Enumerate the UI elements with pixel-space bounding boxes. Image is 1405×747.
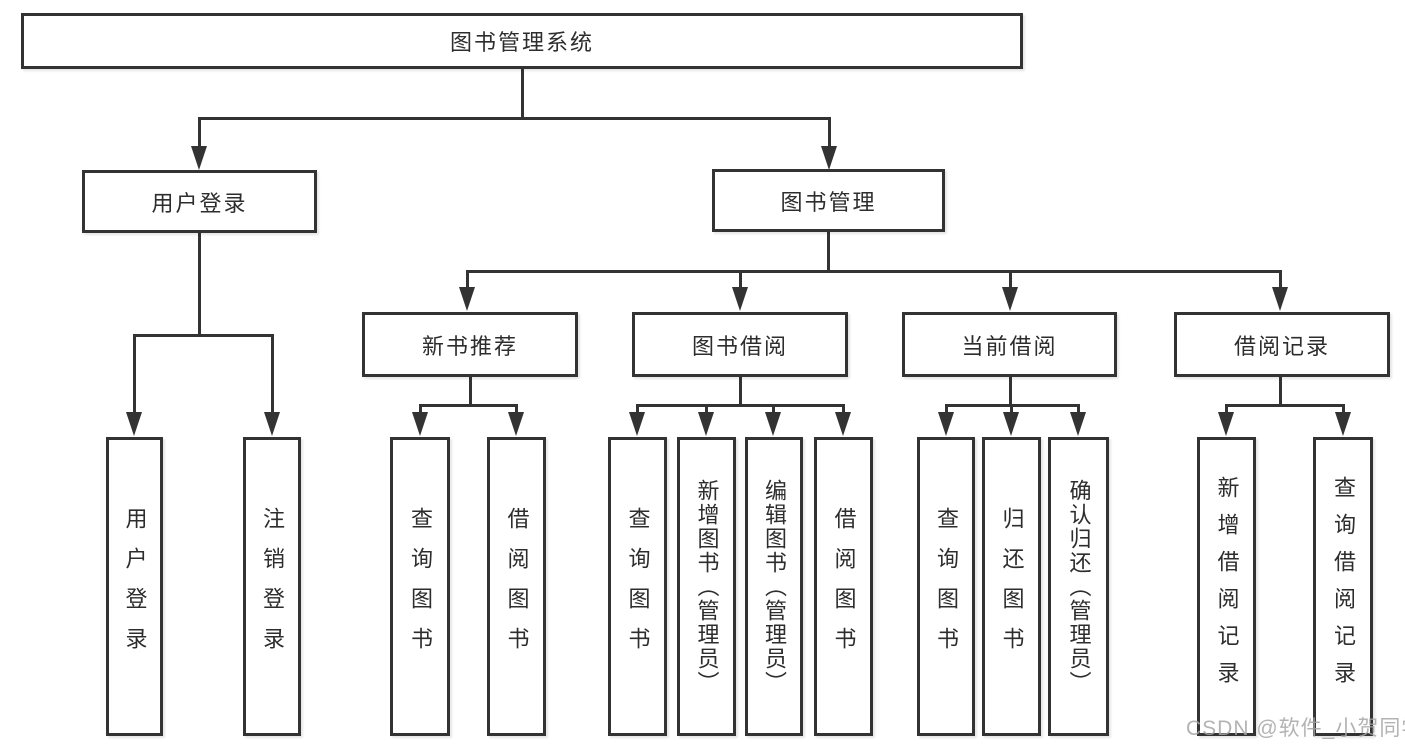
leaf-current-confirm-return-admin: 确认归还（管理员）: [1048, 437, 1109, 736]
leaf-borrow-borrow-books: 借阅图书: [814, 437, 873, 736]
leaf-current-return-books-label: 归还图书: [999, 506, 1025, 667]
connector-arrow-stem: [1076, 405, 1080, 412]
connector-arrow-stem: [132, 335, 136, 412]
leaf-records-query-record-label: 查询借阅记录: [1331, 475, 1356, 698]
node-book-management-label: 图书管理: [780, 189, 877, 215]
leaf-borrow-borrow-books-label: 借阅图书: [831, 506, 857, 667]
node-root: 图书管理系统: [21, 13, 1023, 69]
connector-arrow-stem: [771, 405, 775, 412]
node-root-label: 图书管理系统: [449, 30, 594, 55]
leaf-current-confirm-return-admin-label: 确认归还（管理员）: [1066, 478, 1092, 695]
leaf-borrow-edit-books-admin-label: 编辑图书（管理员）: [762, 478, 787, 695]
arrowhead-icon: [1070, 412, 1086, 436]
leaf-records-add-record-label: 新增借阅记录: [1214, 475, 1240, 698]
leaf-borrow-add-books-admin: 新增图书（管理员）: [677, 437, 736, 736]
connector-arrow-stem: [1278, 271, 1282, 287]
node-current-borrow-label: 当前借阅: [961, 333, 1058, 359]
arrowhead-icon: [1272, 287, 1288, 311]
leaf-logout-label: 注销登录: [260, 506, 285, 667]
connector-line: [466, 269, 1282, 273]
leaf-logout: 注销登录: [243, 437, 301, 736]
leaf-current-query-books: 查询图书: [917, 437, 975, 736]
connector-line: [520, 69, 524, 120]
arrowhead-icon: [264, 412, 280, 436]
arrowhead-icon: [412, 412, 428, 436]
arrowhead-icon: [459, 287, 475, 311]
node-borrow-records-label: 借阅记录: [1233, 333, 1330, 359]
arrowhead-icon: [938, 412, 954, 436]
leaf-current-return-books: 归还图书: [982, 437, 1041, 736]
connector-line: [468, 377, 472, 407]
leaf-borrow-query-books: 查询图书: [608, 437, 667, 736]
connector-arrow-stem: [827, 118, 831, 146]
connector-arrow-stem: [704, 405, 708, 412]
arrowhead-icon: [1002, 287, 1018, 311]
node-user-login-label: 用户登录: [151, 190, 248, 216]
leaf-user-login-label: 用户登录: [122, 506, 148, 667]
connector-arrow-stem: [635, 405, 639, 412]
node-book-borrow-label: 图书借阅: [691, 333, 788, 359]
connector-arrow-stem: [514, 405, 518, 412]
node-user-login: 用户登录: [82, 170, 317, 233]
connector-arrow-stem: [197, 118, 201, 146]
arrowhead-icon: [1335, 412, 1351, 436]
arrowhead-icon: [821, 146, 837, 170]
arrowhead-icon: [765, 412, 781, 436]
arrowhead-icon: [1218, 412, 1234, 436]
node-new-book-recommend: 新书推荐: [362, 312, 578, 377]
connector-arrow-stem: [1224, 405, 1228, 412]
connector-line: [133, 333, 274, 337]
arrowhead-icon: [508, 412, 524, 436]
connector-line: [636, 403, 845, 407]
arrowhead-icon: [835, 412, 851, 436]
connector-arrow-stem: [465, 271, 469, 287]
connector-line: [1008, 377, 1012, 407]
connector-arrow-stem: [841, 405, 845, 412]
connector-arrow-stem: [944, 405, 948, 412]
node-new-book-recommend-label: 新书推荐: [421, 333, 518, 359]
node-borrow-records: 借阅记录: [1174, 312, 1390, 377]
arrowhead-icon: [191, 146, 207, 170]
node-book-management: 图书管理: [712, 169, 945, 232]
connector-line: [198, 116, 831, 120]
connector-arrow-stem: [270, 335, 274, 412]
connector-arrow-stem: [1341, 405, 1345, 412]
leaf-borrow-query-books-label: 查询图书: [625, 506, 651, 667]
connector-arrow-stem: [418, 405, 422, 412]
connector-arrow-stem: [1008, 271, 1012, 287]
leaf-records-query-record: 查询借阅记录: [1313, 437, 1373, 736]
leaf-borrow-edit-books-admin: 编辑图书（管理员）: [745, 437, 803, 736]
leaf-newrec-query-books: 查询图书: [390, 437, 450, 736]
arrowhead-icon: [698, 412, 714, 436]
leaf-borrow-add-books-admin-label: 新增图书（管理员）: [694, 478, 720, 695]
leaf-user-login: 用户登录: [106, 437, 163, 736]
arrowhead-icon: [126, 412, 142, 436]
node-book-borrow: 图书借阅: [632, 312, 848, 377]
connector-arrow-stem: [1009, 405, 1013, 412]
arrowhead-icon: [629, 412, 645, 436]
connector-line: [197, 233, 201, 337]
arrowhead-icon: [732, 287, 748, 311]
leaf-newrec-borrow-books-label: 借阅图书: [504, 506, 530, 667]
connector-line: [1278, 377, 1282, 407]
leaf-newrec-borrow-books: 借阅图书: [487, 437, 546, 736]
connector-line: [738, 377, 742, 407]
connector-line: [419, 403, 518, 407]
connector-line: [1225, 403, 1345, 407]
watermark: CSDN @软件_小贺同学: [1186, 717, 1405, 740]
leaf-newrec-query-books-label: 查询图书: [408, 506, 433, 667]
arrowhead-icon: [1003, 412, 1019, 436]
connector-line: [945, 403, 1080, 407]
node-current-borrow: 当前借阅: [902, 312, 1117, 377]
leaf-current-query-books-label: 查询图书: [934, 506, 959, 667]
leaf-records-add-record: 新增借阅记录: [1197, 437, 1256, 736]
connector-arrow-stem: [738, 271, 742, 287]
connector-line: [826, 232, 830, 273]
